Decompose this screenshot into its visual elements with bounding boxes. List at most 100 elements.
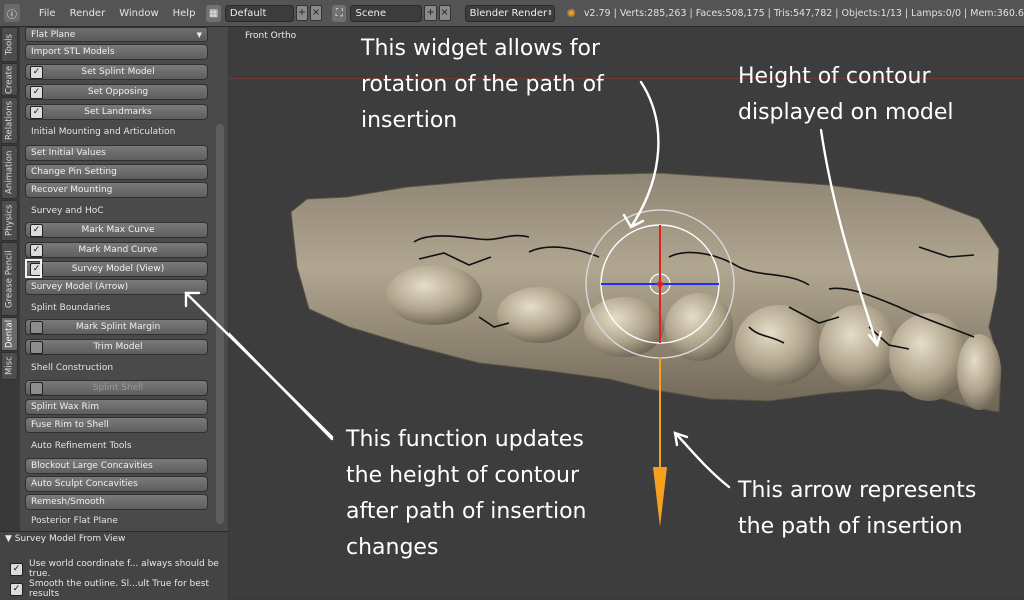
section-label-auto-refinement-tools: Auto Refinement Tools: [31, 441, 132, 451]
tooth: [957, 334, 1001, 410]
add-scene-button[interactable]: +: [424, 5, 437, 21]
menu-window[interactable]: Window: [119, 7, 159, 19]
splint-shell-button[interactable]: Splint Shell: [25, 380, 208, 396]
widget-callout-arrow: [629, 80, 660, 229]
blockout-large-concavities-button[interactable]: Blockout Large Concavities: [25, 458, 208, 474]
option-label: Smooth the outline. Sl...ult True for be…: [29, 579, 209, 599]
set-splint-model-checkbox[interactable]: ✓: [30, 65, 43, 79]
tooth: [819, 305, 899, 389]
tab-misc[interactable]: Misc: [1, 352, 18, 380]
survey-model-view-button[interactable]: ✓ Survey Model (View): [25, 261, 208, 277]
3d-viewport[interactable]: Front Ortho: [229, 27, 1024, 599]
annotation-line: changes: [346, 535, 439, 560]
remove-layout-button[interactable]: ×: [310, 5, 323, 21]
annotation-line: rotation of the path of: [361, 72, 604, 97]
dental-tool-panel: Flat Plane ▼ Import STL Models ✓ Set Splint…: [20, 27, 228, 532]
path-of-insertion-arrow: [653, 357, 667, 527]
tab-tools[interactable]: Tools: [1, 27, 18, 62]
annotation-line: This widget allows for: [361, 36, 601, 61]
function-annotation: This function updates the height of cont…: [346, 422, 587, 566]
trim-model-checkbox[interactable]: [30, 340, 43, 354]
set-opposing-checkbox[interactable]: ✓: [30, 85, 43, 99]
trim-model-button[interactable]: Trim Model: [25, 339, 208, 355]
tooth: [735, 305, 823, 385]
mark-splint-margin-button[interactable]: Mark Splint Margin: [25, 319, 208, 335]
tab-dental[interactable]: Dental: [1, 317, 18, 351]
tab-physics[interactable]: Physics: [1, 200, 18, 241]
add-layout-button[interactable]: +: [295, 5, 308, 21]
tooth: [497, 287, 581, 343]
blender-logo-icon: ✺: [566, 6, 576, 20]
tool-shelf-tabs: Tools Create Relations Animation Physics…: [0, 27, 20, 599]
checkbox[interactable]: ✓: [10, 562, 23, 576]
remove-scene-button[interactable]: ×: [438, 5, 451, 21]
mark-mand-curve-label: Mark Mand Curve: [78, 245, 158, 255]
splint-shell-checkbox[interactable]: [30, 381, 43, 395]
set-landmarks-label: Set Landmarks: [84, 107, 152, 117]
panel-scrollbar[interactable]: [216, 124, 224, 524]
menu-help[interactable]: Help: [172, 7, 196, 19]
widget-annotation: This widget allows for rotation of the p…: [361, 31, 604, 139]
set-initial-values-button[interactable]: Set Initial Values: [25, 145, 208, 161]
trim-model-label: Trim Model: [93, 342, 143, 352]
checkbox[interactable]: ✓: [10, 582, 23, 596]
tooth: [889, 313, 969, 401]
tab-create[interactable]: Create: [1, 63, 18, 96]
mark-max-curve-checkbox[interactable]: ✓: [30, 223, 43, 237]
set-splint-model-button[interactable]: ✓ Set Splint Model: [25, 64, 208, 80]
menu-render[interactable]: Render: [69, 7, 106, 19]
blender-info-icon[interactable]: ⓘ: [4, 4, 20, 22]
scene-icon[interactable]: ⛶: [332, 4, 347, 22]
annotation-line: This function updates: [346, 427, 584, 452]
set-splint-model-label: Set Splint Model: [81, 67, 155, 77]
set-landmarks-button[interactable]: ✓ Set Landmarks: [25, 104, 208, 120]
annotation-line: This arrow represents: [738, 478, 977, 503]
fuse-rim-to-shell-button[interactable]: Fuse Rim to Shell: [25, 417, 208, 433]
mark-splint-margin-label: Mark Splint Margin: [75, 322, 161, 332]
operator-title[interactable]: ▼ Survey Model From View: [5, 534, 125, 544]
top-header-bar: ⓘ File Render Window Help ▦ Default + × …: [0, 0, 1024, 27]
section-label-initial-mounting-and-articulation: Initial Mounting and Articulation: [31, 127, 176, 137]
annotation-line: the height of contour: [346, 463, 579, 488]
operator-panel: ▼ Survey Model From View ✓Use world coor…: [0, 531, 228, 600]
scene-statistics: v2.79 | Verts:285,263 | Faces:508,175 | …: [583, 7, 1024, 19]
arrow-callout-arrow: [673, 431, 731, 489]
option-smooth-outline[interactable]: ✓ Smooth the outline. Sl...ult True for b…: [10, 579, 228, 599]
section-label-splint-boundaries: Splint Boundaries: [31, 303, 111, 313]
mark-mand-curve-button[interactable]: ✓ Mark Mand Curve: [25, 242, 208, 258]
splint-type-value: Flat Plane: [31, 29, 76, 40]
import-stl-models-button[interactable]: Import STL Models: [25, 44, 208, 60]
remesh-smooth-button[interactable]: Remesh/Smooth: [25, 494, 208, 510]
recover-mounting-button[interactable]: Recover Mounting: [25, 182, 208, 198]
section-label-survey-and-hoc: Survey and HoC: [31, 206, 104, 216]
mark-max-curve-button[interactable]: ✓Mark Max Curve: [25, 222, 208, 238]
chevron-down-icon: ▼: [196, 30, 202, 39]
change-pin-setting-button[interactable]: Change Pin Setting: [25, 164, 208, 180]
arrow-annotation: This arrow represents the path of insert…: [738, 473, 976, 545]
tooth: [386, 265, 482, 325]
screen-layout-icon[interactable]: ▦: [206, 4, 221, 22]
splint-wax-rim-button[interactable]: Splint Wax Rim: [25, 399, 208, 415]
render-engine-select[interactable]: Blender Render⇕: [464, 4, 555, 22]
mark-splint-margin-checkbox[interactable]: [30, 320, 43, 334]
set-landmarks-checkbox[interactable]: ✓: [30, 105, 43, 119]
contour-callout-arrow: [819, 128, 879, 347]
auto-sculpt-concavities-button[interactable]: Auto Sculpt Concavities: [25, 476, 208, 492]
scene-field[interactable]: Scene: [350, 4, 423, 22]
splint-type-dropdown[interactable]: Flat Plane ▼: [25, 27, 208, 42]
mark-mand-curve-checkbox[interactable]: ✓: [30, 243, 43, 257]
survey-model-arrow-button[interactable]: Survey Model (Arrow): [25, 279, 208, 295]
chevron-updown-icon: ⇕: [547, 9, 553, 17]
set-opposing-button[interactable]: ✓Set Opposing: [25, 84, 208, 100]
option-world-coordinate[interactable]: ✓Use world coordinate f... always should…: [10, 559, 228, 579]
tooth: [665, 293, 733, 361]
tab-animation[interactable]: Animation: [1, 145, 18, 199]
contour-annotation: Height of contour displayed on model: [738, 59, 954, 131]
tab-relations[interactable]: Relations: [1, 97, 18, 144]
annotation-line: displayed on model: [738, 100, 954, 125]
tab-grease-pencil[interactable]: Grease Pencil: [1, 242, 18, 316]
survey-model-view-checkbox[interactable]: ✓: [30, 262, 43, 276]
survey-model-view-label: Survey Model (View): [71, 264, 165, 274]
screen-layout-field[interactable]: Default: [224, 4, 294, 22]
menu-file[interactable]: File: [38, 7, 56, 19]
